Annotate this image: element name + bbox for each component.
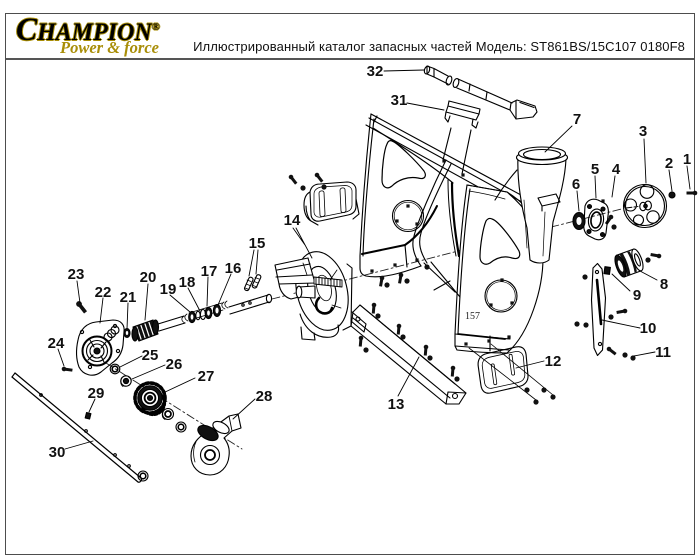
svg-text:18: 18 (179, 274, 196, 291)
svg-text:3: 3 (639, 123, 647, 140)
svg-text:30: 30 (49, 444, 66, 461)
svg-text:11: 11 (655, 344, 671, 361)
svg-text:157: 157 (465, 311, 480, 322)
svg-text:16: 16 (225, 260, 242, 277)
svg-text:22: 22 (95, 284, 112, 301)
svg-text:23: 23 (68, 266, 85, 283)
svg-text:15: 15 (249, 235, 266, 252)
svg-text:2: 2 (665, 155, 673, 172)
svg-text:28: 28 (256, 388, 273, 405)
svg-text:4: 4 (612, 161, 621, 178)
svg-text:7: 7 (573, 111, 581, 128)
svg-text:12: 12 (545, 353, 562, 370)
svg-text:10: 10 (640, 320, 657, 337)
svg-text:5: 5 (591, 161, 599, 178)
svg-text:14: 14 (284, 212, 301, 229)
svg-text:29: 29 (88, 385, 105, 402)
svg-text:25: 25 (142, 347, 159, 364)
svg-text:13: 13 (388, 396, 405, 413)
svg-text:1: 1 (683, 151, 691, 168)
svg-text:8: 8 (660, 276, 668, 293)
svg-text:31: 31 (391, 92, 408, 109)
svg-text:9: 9 (633, 287, 641, 304)
svg-text:24: 24 (48, 335, 65, 352)
svg-text:17: 17 (201, 263, 218, 280)
svg-text:32: 32 (367, 63, 384, 80)
svg-text:27: 27 (198, 368, 215, 385)
svg-text:26: 26 (166, 356, 183, 373)
svg-text:6: 6 (572, 176, 580, 193)
svg-text:19: 19 (160, 281, 177, 298)
svg-text:21: 21 (120, 289, 137, 306)
svg-text:20: 20 (140, 269, 157, 286)
